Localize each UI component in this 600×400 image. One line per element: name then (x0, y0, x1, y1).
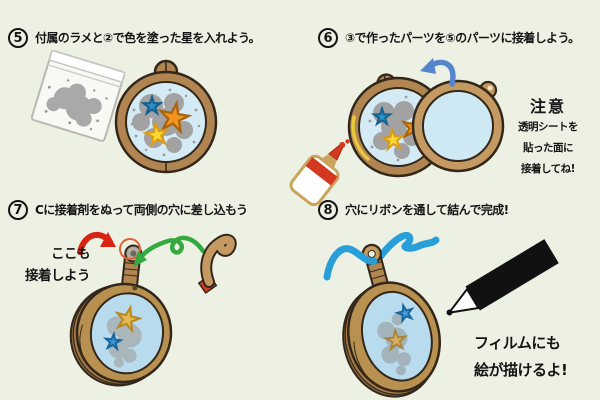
film-caption-line-1: フィルムにも (474, 334, 561, 352)
caution-line-1: 透明シートを (518, 121, 579, 133)
clear-sheet-ring-icon (411, 79, 505, 173)
step8-header: 8 穴にリボンを通して結んで完成! (318, 200, 600, 220)
step8-number-badge: 8 (318, 200, 338, 220)
step8-instruction: 穴にリボンを通して結んで完成! (345, 203, 509, 217)
ribbon-icon (373, 231, 440, 265)
caution-title: 注意 (529, 97, 566, 116)
step5-header: 5 付属のラメと②で色を塗った星を入れよう。 (8, 28, 308, 48)
glue-here-callout: ここも 接着しよう (4, 243, 91, 287)
caution-line-2: 貼った面に (523, 142, 574, 154)
ribbon-tail-icon (323, 245, 378, 281)
glue-circle-annotation (119, 238, 141, 260)
red-arrow-icon (77, 231, 116, 255)
c-shaped-part-icon (197, 233, 237, 294)
green-arrow-icon (133, 235, 206, 267)
caution-note: 注意 透明シートを 貼った面に 接着してね! (495, 93, 600, 180)
step7-header: 7 Cに接着剤をぬって両側の穴に差し込もう (8, 200, 308, 220)
pendant-side-icon (69, 244, 173, 387)
caution-line-3: 接着してね! (521, 163, 575, 175)
step7-number-badge: 7 (8, 200, 28, 220)
attach-direction-arrow-icon (420, 58, 456, 87)
step6-number-badge: 6 (318, 28, 338, 48)
finished-pendant-icon (342, 243, 441, 398)
step6-header: 6 ③で作ったパーツを⑤のパーツに接着しよう。 (318, 28, 600, 48)
glue-here-line-1: ここも (51, 246, 91, 262)
film-drawing-caption: フィルムにも 絵が描けるよ! (474, 330, 594, 384)
film-caption-line-2: 絵が描けるよ! (474, 361, 568, 379)
step5-number-badge: 5 (8, 28, 28, 48)
glue-here-line-2: 接着しよう (25, 268, 91, 284)
marker-pen-icon (446, 239, 559, 316)
step5-instruction: 付属のラメと②で色を塗った星を入れよう。 (35, 31, 261, 45)
step7-instruction: Cに接着剤をぬって両側の穴に差し込もう (35, 203, 248, 217)
glue-bottle-icon (289, 139, 350, 207)
step6-instruction: ③で作ったパーツを⑤のパーツに接着しよう。 (345, 31, 580, 45)
pendant-front-icon (114, 59, 218, 174)
glitter-bag-icon (30, 49, 126, 142)
glue-line (351, 115, 370, 161)
